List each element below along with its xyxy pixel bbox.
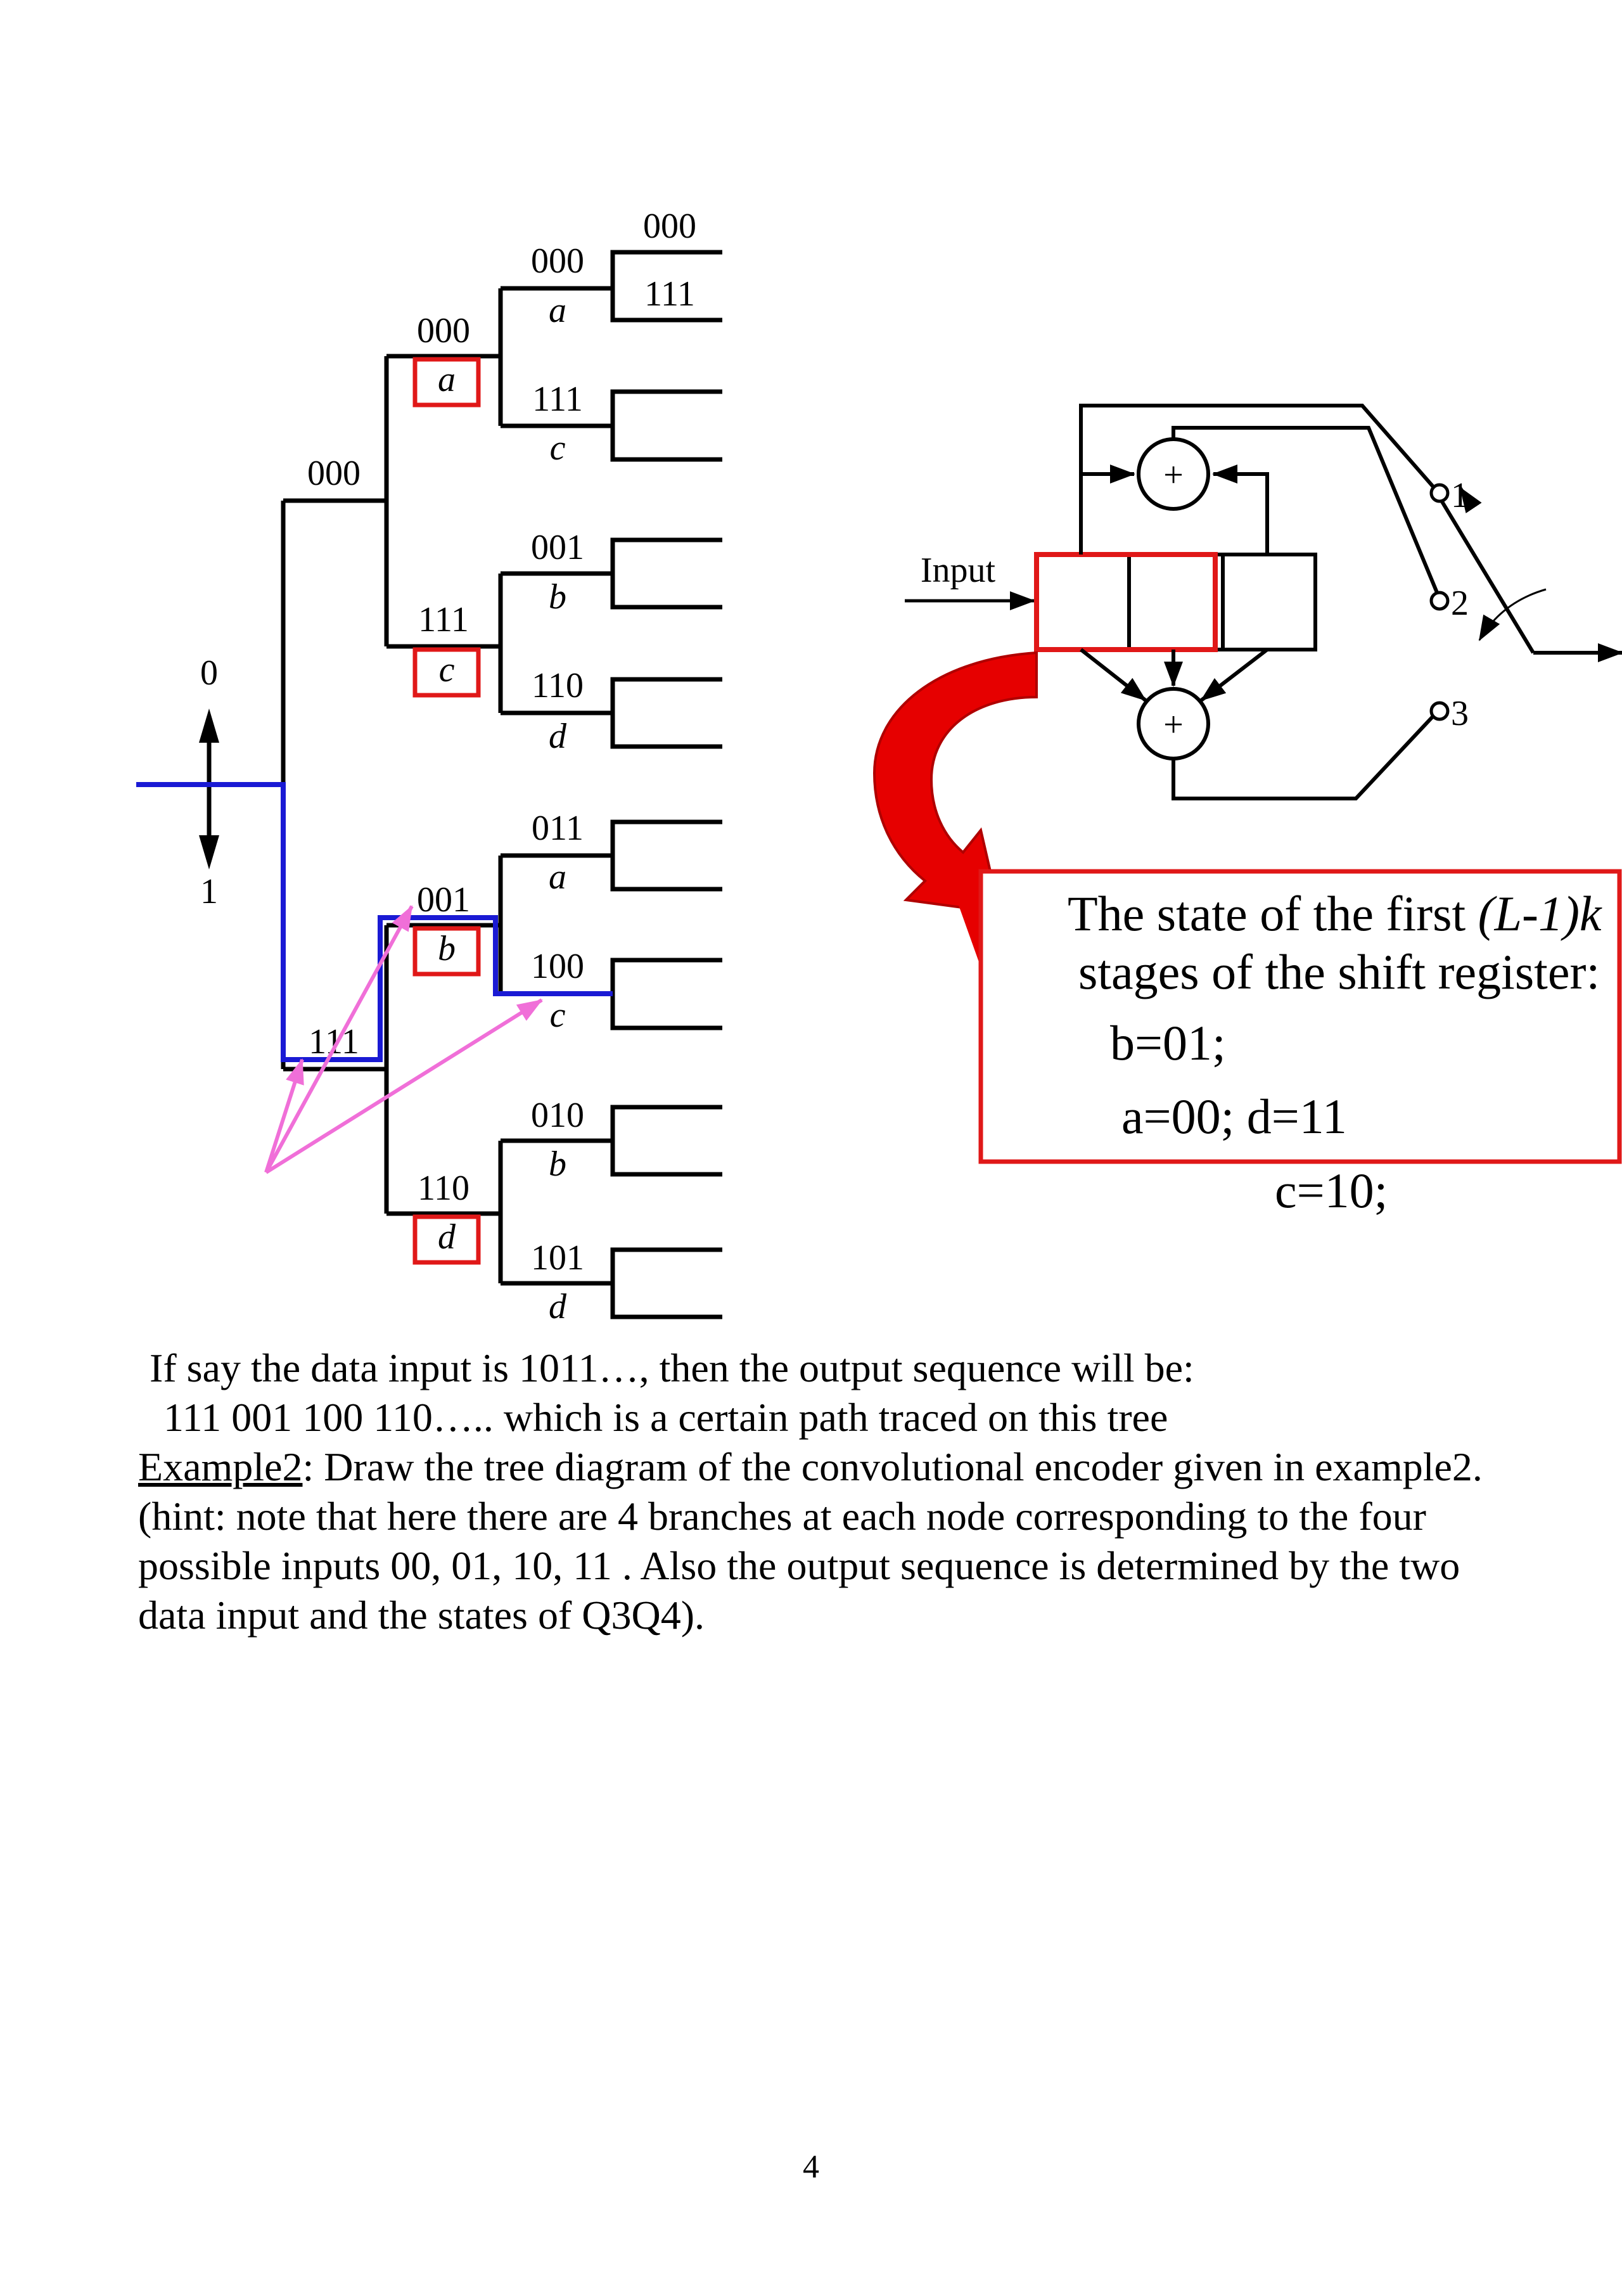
switch-label-1: 1 xyxy=(1451,476,1469,515)
switch-label-2: 2 xyxy=(1451,584,1469,623)
upper-adder: + xyxy=(1137,437,1210,511)
branch-code: 110 xyxy=(418,1169,469,1208)
state-box-a xyxy=(412,357,481,407)
axis-label-0: 0 xyxy=(200,653,218,693)
state-label: b xyxy=(438,929,456,968)
state-desc-line4: a=00; d=11 xyxy=(1121,1089,1347,1144)
state-box-b xyxy=(412,926,481,977)
state-label: d xyxy=(438,1217,456,1257)
state-label: a xyxy=(549,291,566,330)
paragraph: If say the data input is 1011…, then the… xyxy=(150,1345,1194,1390)
state-label: c xyxy=(550,996,566,1035)
state-box-c xyxy=(412,647,481,698)
branch-code: 000 xyxy=(307,454,361,493)
branch-code: 000 xyxy=(417,311,470,350)
pointer-arrows xyxy=(264,905,543,1174)
branch-code: 111 xyxy=(418,600,469,639)
state-label: d xyxy=(549,717,567,756)
lower-adder: + xyxy=(1137,687,1210,760)
branch-code: 010 xyxy=(531,1096,584,1135)
state-label: b xyxy=(549,577,566,617)
branch-code: 111 xyxy=(532,380,583,419)
switch-label-3: 3 xyxy=(1451,694,1469,733)
example-label: Example2 xyxy=(138,1444,303,1489)
state-label: d xyxy=(549,1287,567,1326)
state-label: c xyxy=(439,650,455,689)
switch-contacts: 1 2 3 xyxy=(1429,476,1469,733)
state-label: c xyxy=(550,428,566,468)
branch-code: 000 xyxy=(531,241,584,281)
state-desc-line5: c=10; xyxy=(1275,1163,1388,1218)
branch-code: 100 xyxy=(531,947,584,986)
convolutional-encoder: Input + + xyxy=(905,404,1622,800)
branch-code: 001 xyxy=(417,880,470,920)
input-axis: 0 1 xyxy=(199,653,219,911)
paragraph: Example2: Draw the tree diagram of the c… xyxy=(138,1442,1519,1492)
page-number: 4 xyxy=(803,2149,819,2185)
branch-code: 101 xyxy=(531,1238,584,1278)
state-label: a xyxy=(549,857,566,897)
traced-path xyxy=(136,782,613,1062)
axis-label-1: 1 xyxy=(200,872,218,911)
paragraph: 111 001 100 110….. which is a certain pa… xyxy=(163,1395,1168,1440)
adder-plus: + xyxy=(1163,705,1184,745)
adder-plus: + xyxy=(1163,456,1184,495)
state-label: b xyxy=(549,1145,566,1184)
first-stages-highlight xyxy=(1034,552,1218,652)
encoder-wiring xyxy=(1079,404,1622,800)
example-text: : Draw the tree diagram of the convoluti… xyxy=(302,1444,1483,1489)
state-desc-line3: b=01; xyxy=(1110,1015,1226,1070)
branch-code: 011 xyxy=(532,809,584,848)
state-desc-line2: stages of the shift register: xyxy=(1078,944,1600,999)
state-label: a xyxy=(438,360,456,399)
state-desc-line1: The state of the first (L-1)k xyxy=(1068,886,1602,941)
state-description: The state of the first (L-1)k stages of … xyxy=(978,869,1622,1218)
branch-code: 001 xyxy=(531,528,584,567)
shift-register xyxy=(1034,552,1317,652)
state-box-d xyxy=(412,1214,481,1265)
paragraph: (hint: note that here there are 4 branch… xyxy=(138,1494,1460,1638)
branch-code: 110 xyxy=(532,666,584,705)
state-boxes xyxy=(412,357,481,1265)
tree-branches xyxy=(136,250,722,1319)
branch-code: 111 xyxy=(644,274,695,314)
branch-code: 111 xyxy=(309,1022,359,1061)
code-tree: 0 1 xyxy=(136,207,722,1326)
body-text: If say the data input is 1011…, then the… xyxy=(138,1344,1519,1640)
branch-code: 000 xyxy=(643,207,696,246)
input-label: Input xyxy=(921,551,996,590)
